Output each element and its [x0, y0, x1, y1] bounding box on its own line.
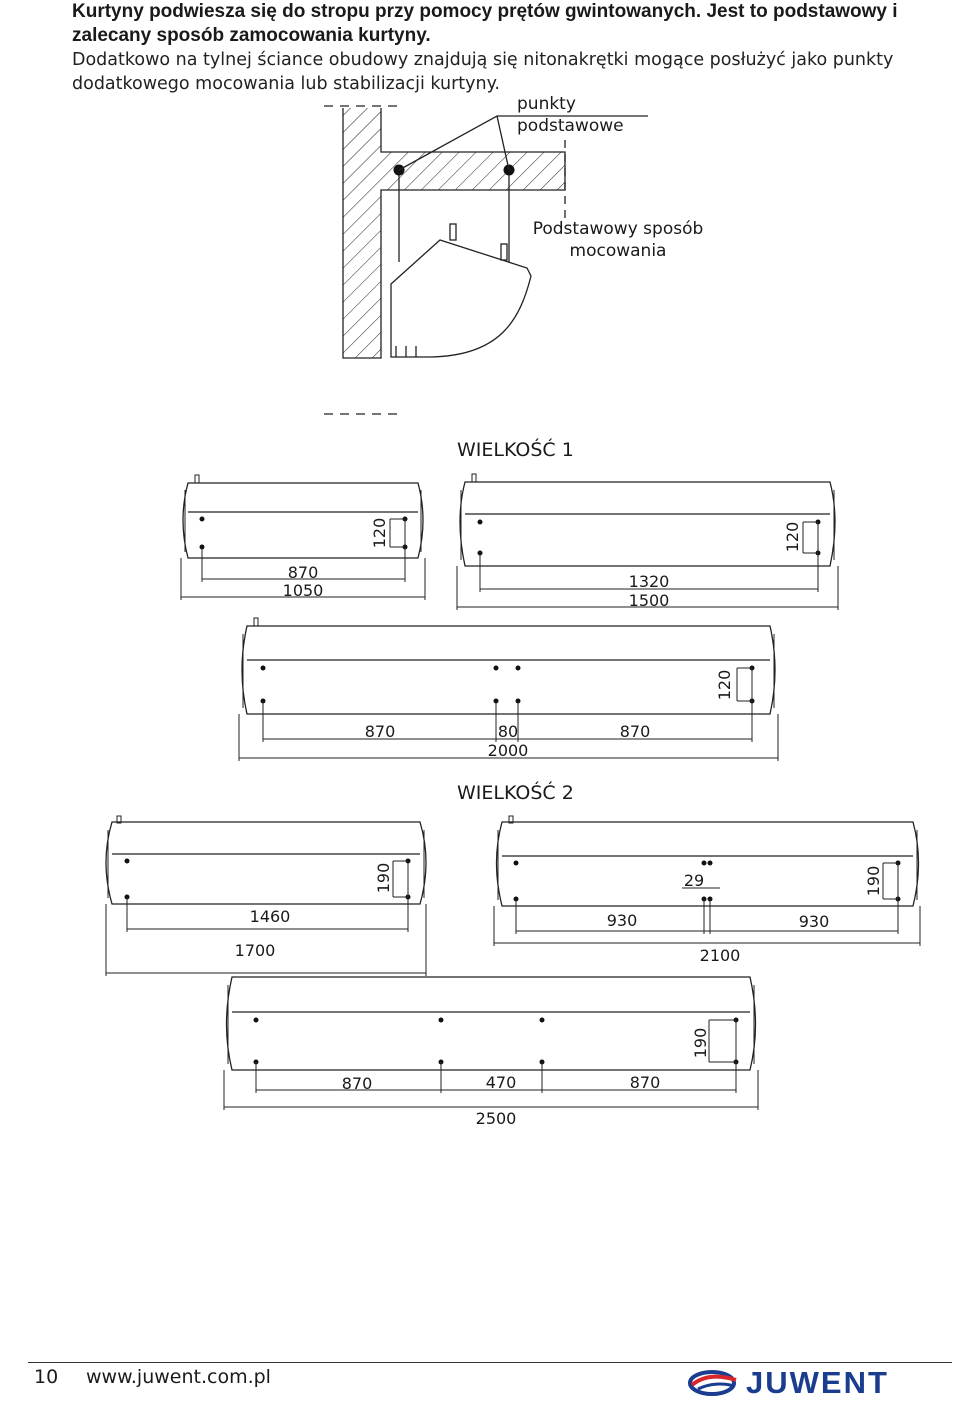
unit-1500 — [456, 473, 839, 610]
unit-2100-body — [495, 821, 920, 907]
unit-1500-spacing-label: 1320 — [629, 572, 670, 591]
unit-1050-spacing-label: 870 — [288, 563, 319, 582]
unit-2100-total-label: 2100 — [700, 946, 741, 965]
unit-1050 — [180, 474, 426, 600]
unit-2100-left-spacing-label: 930 — [607, 911, 638, 930]
unit-2100 — [493, 815, 921, 946]
juwent-swoosh-icon — [688, 1370, 737, 1396]
wall-outline — [342, 108, 566, 359]
unit-2500-left-spacing-label: 870 — [342, 1074, 373, 1093]
unit-2100-height-label: 190 — [864, 866, 883, 897]
ceiling-hatch — [381, 152, 565, 190]
intro-light-text: Dodatkowo na tylnej ściance obudowy znaj… — [72, 50, 894, 94]
unit-1500-total-label: 1500 — [629, 591, 670, 610]
intro-bold-text: Kurtyny podwiesza się do stropu przy pom… — [72, 1, 898, 46]
unit-2000-left-spacing-label: 870 — [365, 722, 396, 741]
curtain-profile — [390, 239, 532, 358]
wall-hatch — [343, 108, 381, 358]
unit-2100-middle-spacing-label: 29 — [684, 871, 704, 890]
unit-2500-body — [225, 976, 757, 1071]
unit-2100-right-spacing-label: 930 — [799, 912, 830, 931]
unit-2500-height-label: 190 — [691, 1028, 710, 1059]
unit-1700-total-label: 1700 — [235, 941, 276, 960]
website-link[interactable]: www.juwent.com.pl — [86, 1366, 271, 1388]
unit-1500-height-label: 120 — [783, 522, 802, 553]
size2-heading: WIELKOŚĆ 2 — [457, 780, 574, 804]
label-base-points-line1: punkty — [517, 94, 576, 114]
unit-2500 — [223, 976, 759, 1110]
unit-2000 — [238, 617, 779, 761]
unit-2000-middle-spacing-label: 80 — [498, 722, 518, 741]
unit-2500-middle-spacing-label: 470 — [486, 1073, 517, 1092]
footer-divider — [28, 1362, 952, 1363]
unit-2000-total-label: 2000 — [488, 741, 529, 760]
unit-2000-body — [241, 625, 776, 715]
page-number: 10 — [34, 1366, 59, 1388]
unit-1700-spacing-label: 1460 — [250, 907, 291, 926]
mounting-section — [324, 105, 648, 415]
size1-heading: WIELKOŚĆ 1 — [457, 437, 574, 461]
juwent-logo: JUWENT — [688, 1366, 889, 1400]
label-base-points-line2: podstawowe — [517, 116, 624, 136]
unit-2000-right-spacing-label: 870 — [620, 722, 651, 741]
unit-1500-body — [459, 481, 836, 567]
unit-1050-height-label: 120 — [370, 518, 389, 549]
brand-name: JUWENT — [746, 1365, 889, 1400]
intro-text: Kurtyny podwiesza się do stropu przy pom… — [72, 0, 957, 96]
unit-2000-height-label: 120 — [715, 670, 734, 701]
unit-2500-right-spacing-label: 870 — [630, 1073, 661, 1092]
unit-1700 — [105, 815, 427, 976]
label-basic-method-line2: mocowania — [570, 241, 667, 261]
label-basic-method-line1: Podstawowy sposób — [533, 219, 704, 239]
unit-1700-height-label: 190 — [374, 863, 393, 894]
unit-2500-total-label: 2500 — [476, 1109, 517, 1128]
unit-1050-total-label: 1050 — [283, 581, 324, 600]
